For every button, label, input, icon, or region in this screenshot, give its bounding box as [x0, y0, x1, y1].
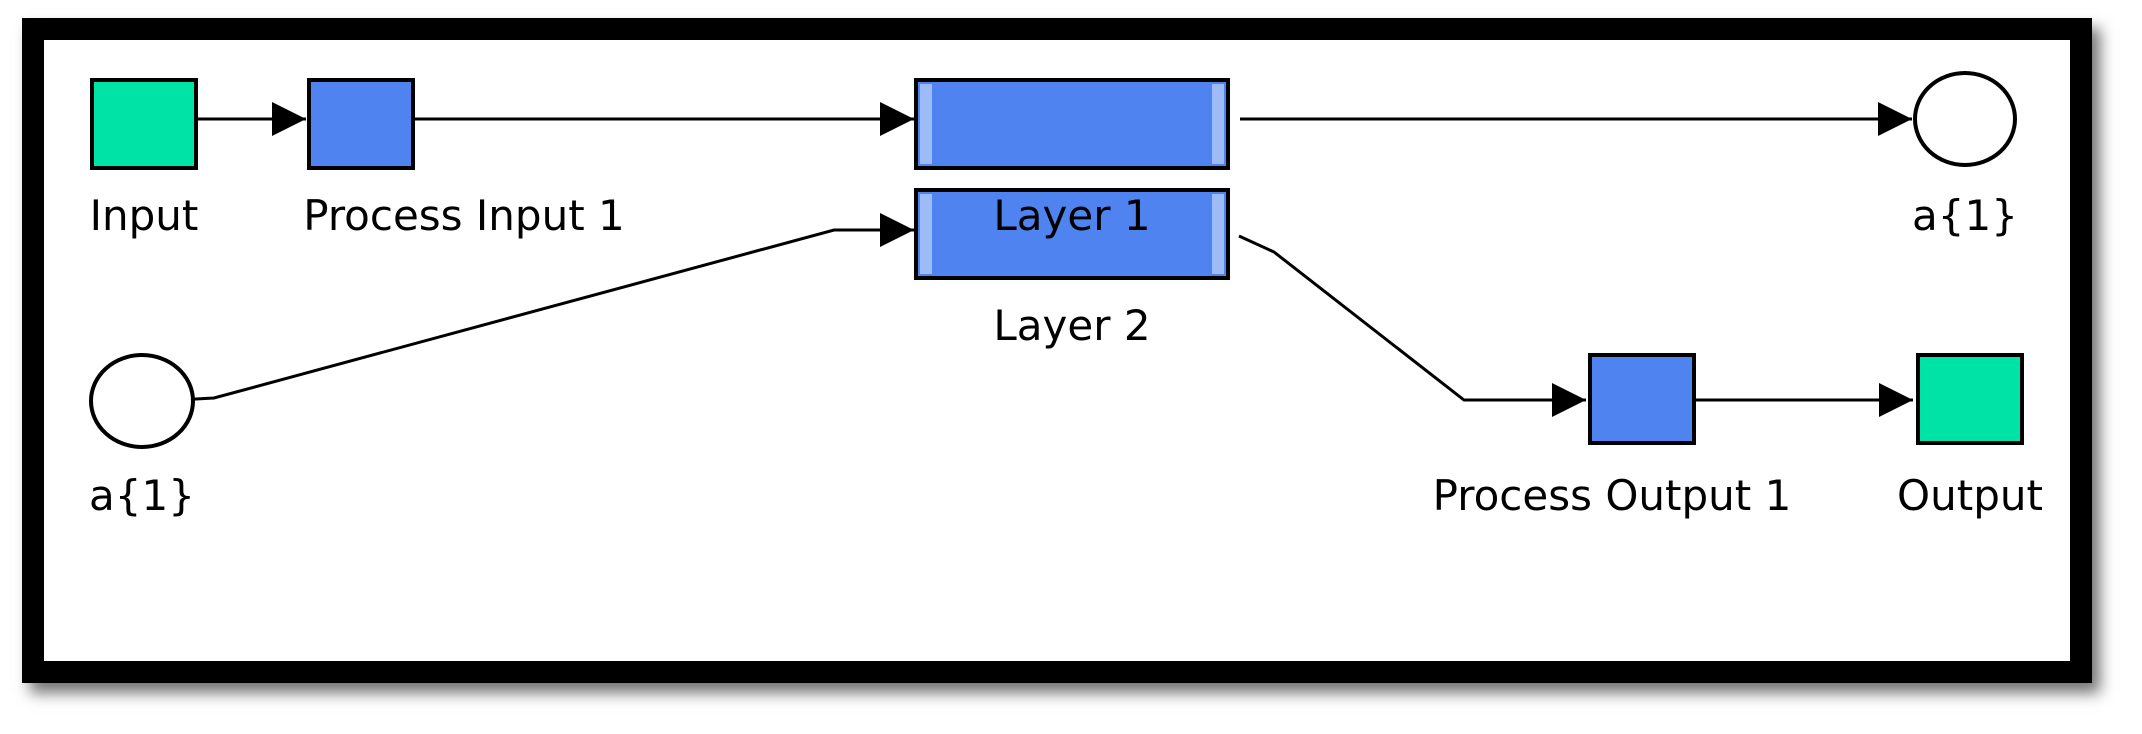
a1-bottom-label: a{1} — [89, 471, 195, 520]
layer-1-block[interactable] — [914, 78, 1230, 170]
layer-2-label: Layer 2 — [993, 301, 1150, 350]
process-output-1-block[interactable] — [1588, 353, 1696, 445]
layer-1-label: Layer 1 — [993, 191, 1150, 240]
layer-2-block[interactable] — [914, 188, 1230, 280]
input-label: Input — [90, 191, 199, 240]
diagram-frame: Input Process Input 1 Layer 1 a{1} Layer… — [22, 18, 2092, 683]
process-input-1-block[interactable] — [307, 78, 415, 170]
process-input-1-label: Process Input 1 — [303, 191, 625, 240]
a1-bottom-circle[interactable] — [89, 353, 195, 449]
network-diagram: Input Process Input 1 Layer 1 a{1} Layer… — [89, 71, 2043, 520]
edge-layer-2-to-process-output — [1238, 234, 1586, 417]
input-block[interactable] — [90, 78, 198, 170]
a1-top-circle[interactable] — [1913, 71, 2017, 167]
process-output-1-label: Process Output 1 — [1433, 471, 1792, 520]
a1-top-label: a{1} — [1912, 191, 2018, 240]
output-label: Output — [1897, 471, 2043, 520]
edge-a1-bottom-to-layer-2 — [158, 213, 914, 403]
output-block[interactable] — [1916, 353, 2024, 445]
